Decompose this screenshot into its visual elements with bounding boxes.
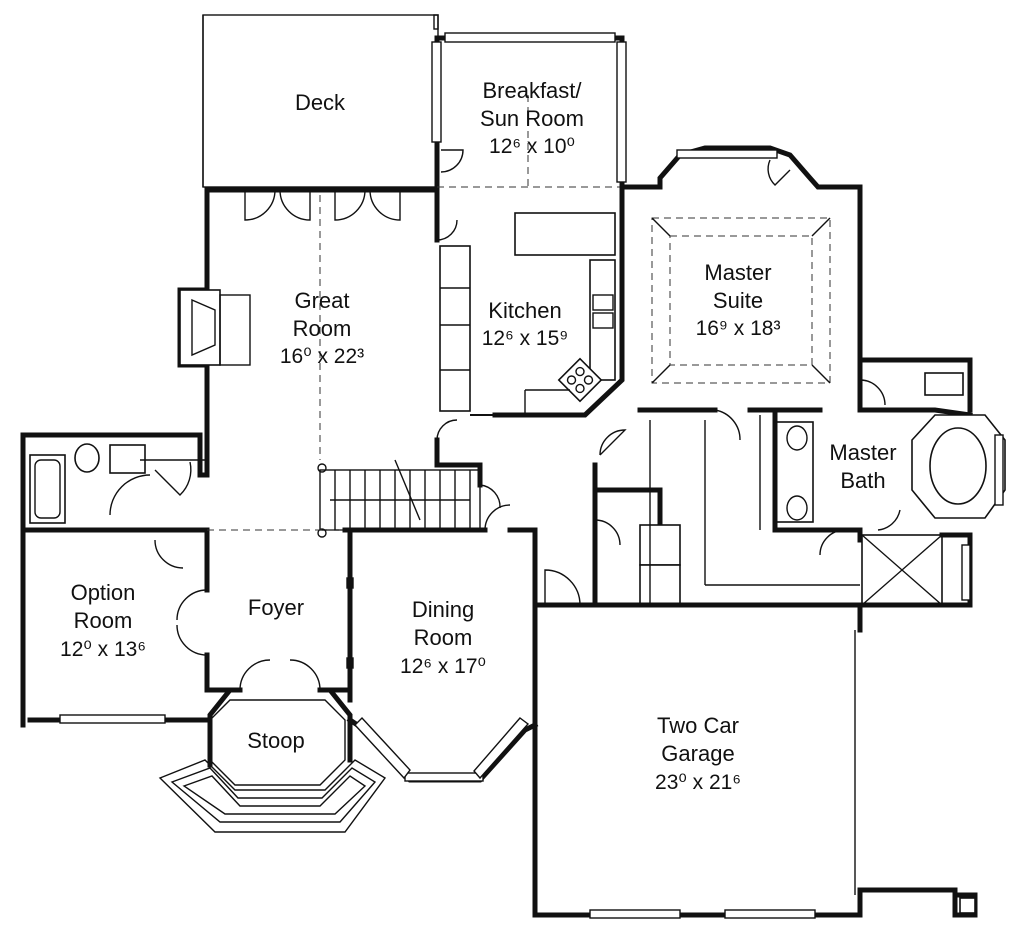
garage-window-2 bbox=[724, 909, 816, 919]
powder-bath bbox=[20, 432, 210, 728]
powder-tub bbox=[29, 454, 66, 524]
sunroom-left-window bbox=[431, 41, 442, 143]
master-bath-label-line2: Bath bbox=[840, 468, 885, 493]
kitchen-sink bbox=[592, 294, 614, 311]
sunroom-top-window bbox=[444, 32, 616, 43]
great-room-dims: 16⁰ x 22³ bbox=[280, 345, 364, 368]
garage-dims: 23⁰ x 21⁶ bbox=[655, 771, 741, 794]
kitchen-label: Kitchen bbox=[488, 298, 561, 323]
sunroom-right-window bbox=[616, 41, 627, 183]
kitchen bbox=[439, 184, 625, 418]
front-door-left bbox=[239, 659, 271, 691]
dryer bbox=[639, 564, 681, 606]
deck-label: Deck bbox=[295, 90, 346, 115]
garage bbox=[532, 569, 978, 919]
master-suite-label-line1: Master bbox=[704, 260, 771, 285]
master-suite-label-line2: Suite bbox=[713, 288, 763, 313]
staircase bbox=[317, 459, 501, 538]
dining-room-label-line2: Room bbox=[414, 625, 473, 650]
option-room bbox=[20, 527, 210, 724]
stoop-label: Stoop bbox=[247, 728, 305, 753]
sunroom-deck-door bbox=[440, 149, 464, 173]
garage-label-line2: Garage bbox=[661, 741, 734, 766]
great-room-door-2 bbox=[334, 189, 366, 221]
master-suite-window bbox=[676, 149, 778, 159]
garage-window-1 bbox=[589, 909, 681, 919]
dining-room-dims: 12⁶ x 17⁰ bbox=[400, 655, 486, 678]
kitchen-island bbox=[514, 212, 616, 256]
front-door-right bbox=[289, 659, 321, 691]
kitchen-counter bbox=[439, 245, 471, 412]
foyer-label: Foyer bbox=[248, 595, 304, 620]
great-room-label-line2: Room bbox=[293, 316, 352, 341]
bath-toilet bbox=[924, 372, 964, 396]
dining-window bbox=[404, 772, 484, 782]
garage-label-line1: Two Car bbox=[657, 713, 739, 738]
kitchen-dims: 12⁶ x 15⁹ bbox=[482, 327, 569, 350]
option-room-label-line1: Option bbox=[71, 580, 136, 605]
stoop bbox=[158, 687, 387, 833]
breakfast-sun-room bbox=[431, 32, 627, 190]
master-bath-label-line1: Master bbox=[829, 440, 896, 465]
powder-toilet bbox=[74, 443, 100, 473]
option-room-dims: 12⁰ x 13⁶ bbox=[60, 638, 146, 661]
room-labels: Deck Breakfast/ Sun Room 12⁶ x 10⁰ Great… bbox=[60, 78, 897, 794]
breakfast-dims: 12⁶ x 10⁰ bbox=[489, 135, 575, 158]
master-suite-dims: 16⁹ x 18³ bbox=[696, 317, 781, 340]
option-room-label-line2: Room bbox=[74, 608, 133, 633]
powder-sink bbox=[109, 444, 146, 474]
fireplace bbox=[179, 289, 221, 366]
great-room bbox=[177, 187, 458, 473]
washer bbox=[639, 524, 681, 566]
breakfast-label-line1: Breakfast/ bbox=[482, 78, 582, 103]
option-room-window bbox=[59, 714, 166, 724]
dining-room-label-line1: Dining bbox=[412, 597, 474, 622]
master-suite bbox=[619, 145, 863, 441]
breakfast-label-line2: Sun Room bbox=[480, 106, 584, 131]
great-room-label-line1: Great bbox=[294, 288, 349, 313]
master-bath bbox=[772, 357, 1006, 608]
great-room-door-1 bbox=[244, 189, 276, 221]
utility-hall bbox=[592, 415, 863, 608]
